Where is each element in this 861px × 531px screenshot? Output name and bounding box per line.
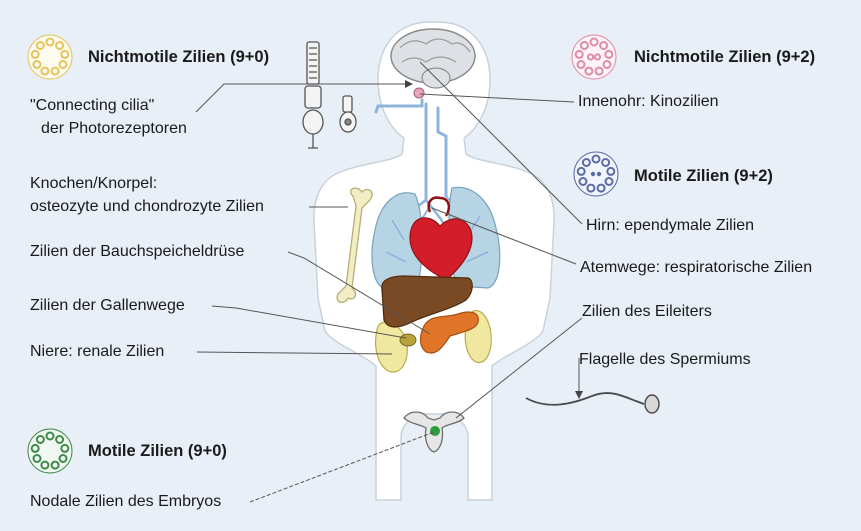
label-pancreas: Zilien der Bauchspeicheldrüse	[30, 242, 244, 262]
label-airways: Atemwege: respiratorische Zilien	[580, 258, 812, 278]
label-brain-ependymal: Hirn: ependymale Zilien	[586, 216, 754, 236]
legend-motile-9-0-title: Motile Zilien (9+0)	[88, 441, 227, 461]
label-bone-line1: Knochen/Knorpel:	[30, 174, 157, 194]
inner-ear-spot	[414, 88, 424, 98]
sperm-head	[645, 395, 659, 413]
label-sperm-flagellum: Flagelle des Spermiums	[579, 350, 751, 370]
rod-nucleus	[303, 110, 323, 134]
cone-body	[343, 96, 352, 112]
sperm-illustration	[526, 393, 659, 413]
label-photoreceptor-line1: "Connecting cilia"	[30, 96, 154, 116]
label-photoreceptor-line2: der Photorezeptoren	[41, 119, 187, 139]
label-inner-ear: Innenohr: Kinozilien	[578, 92, 719, 112]
cilia-cross-section-9-0-yellow-icon	[28, 35, 72, 79]
label-kidney: Niere: renale Zilien	[30, 342, 164, 362]
label-bile-ducts: Zilien der Gallenwege	[30, 296, 185, 316]
uterus-illustration	[404, 412, 464, 452]
cilia-cross-section-9-2-blue-icon	[574, 152, 618, 196]
legend-nonmotile-9-2-title: Nichtmotile Zilien (9+2)	[634, 47, 815, 67]
embryo-node-spot	[430, 426, 440, 436]
photoreceptor-illustration	[303, 42, 356, 148]
cilia-cross-section-9-0-green-icon	[28, 429, 72, 473]
leader-embryo	[250, 432, 434, 502]
label-oviduct: Zilien des Eileiters	[582, 302, 712, 322]
legend-motile-9-2-title: Motile Zilien (9+2)	[634, 166, 773, 186]
sperm-tail	[526, 393, 644, 405]
rod-inner-segment	[305, 86, 321, 108]
gallbladder-shape	[400, 334, 416, 346]
label-embryo-nodal: Nodale Zilien des Embryos	[30, 492, 221, 512]
legend-nonmotile-9-0-title: Nichtmotile Zilien (9+0)	[88, 47, 269, 67]
cilia-cross-section-9-2-pink-icon	[572, 35, 616, 79]
label-bone-line2: osteozyte und chondrozyte Zilien	[30, 197, 264, 217]
